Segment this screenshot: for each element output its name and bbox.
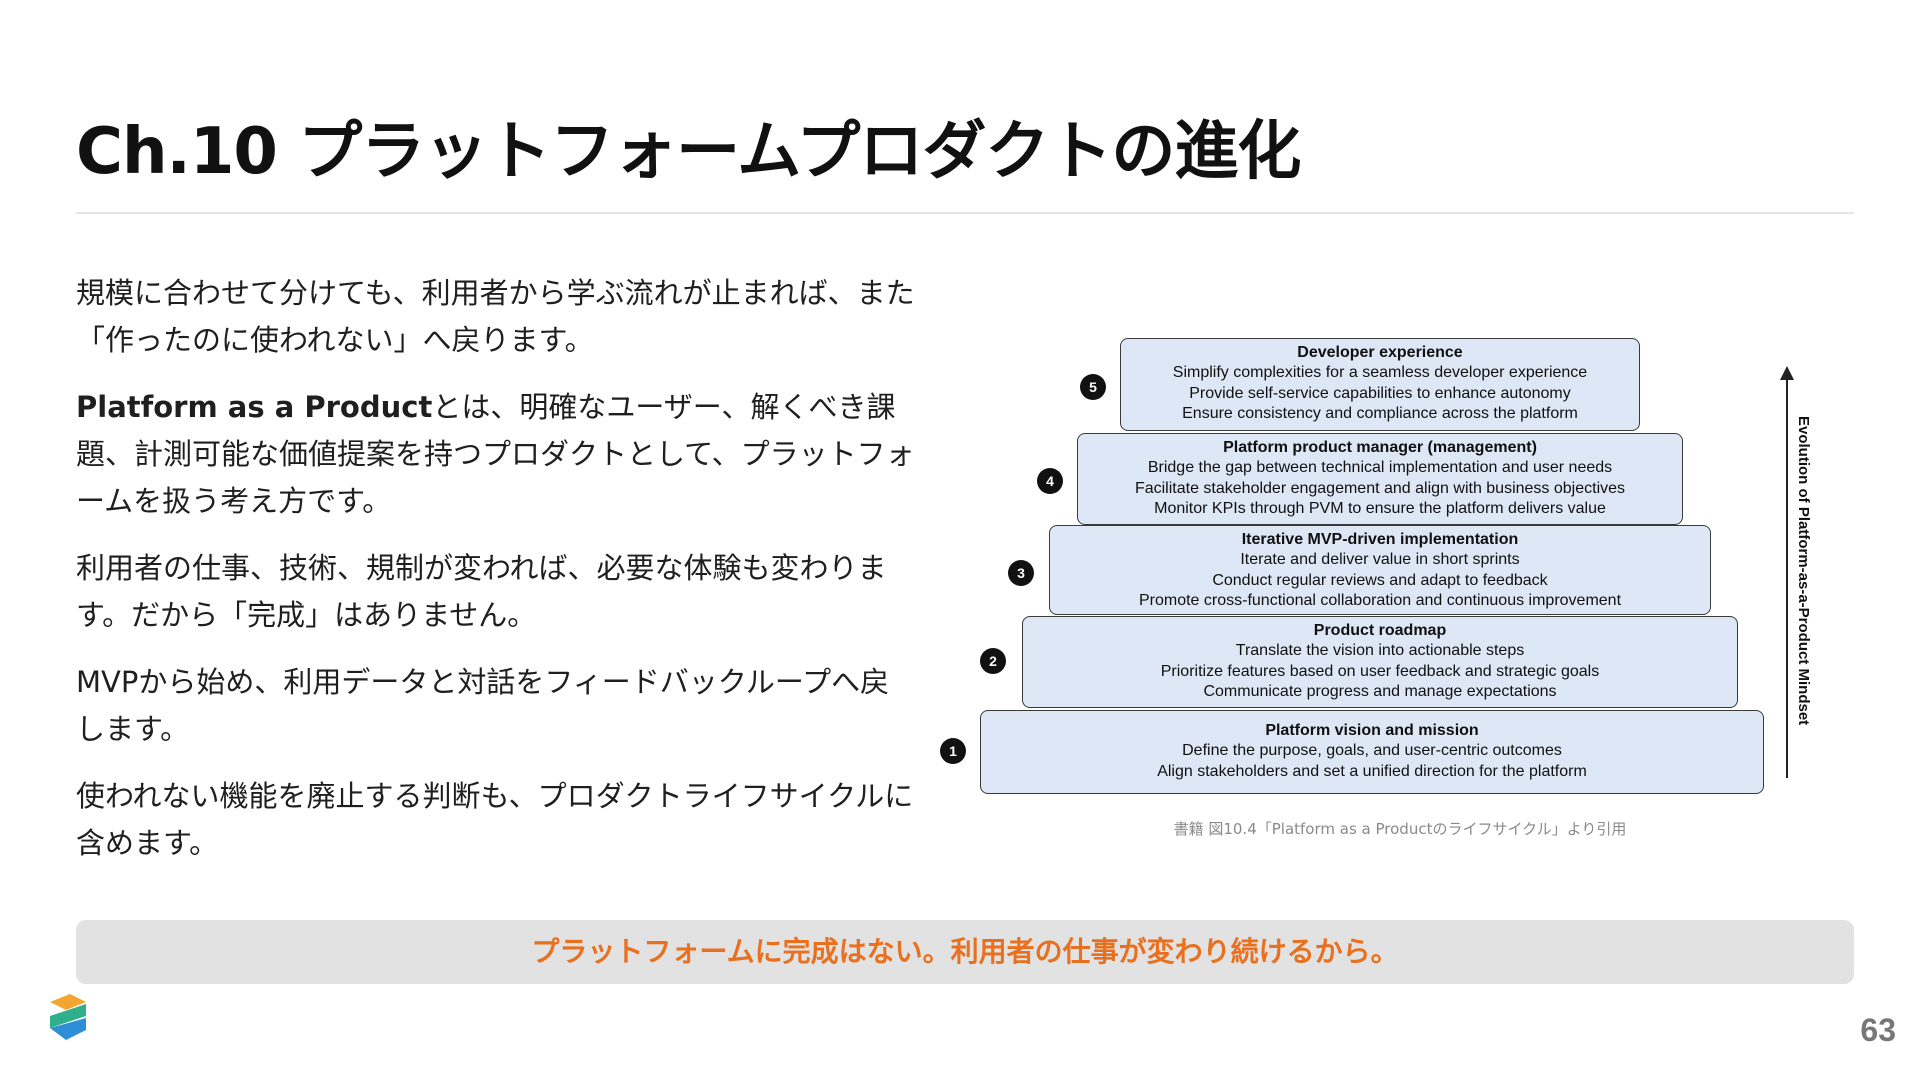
paragraph-3: 利用者の仕事、技術、規制が変われば、必要な体験も変わります。だから「完成」はあり…: [76, 551, 887, 632]
tier-2-line-3: Communicate progress and manage expectat…: [1203, 683, 1557, 700]
paragraph-2-bold: Platform as a Product: [76, 390, 433, 424]
tier-1-title: Platform vision and mission: [1265, 722, 1479, 739]
tier-1-number-badge: 1: [940, 738, 966, 764]
tier-5: Developer experience Simplify complexiti…: [1120, 338, 1640, 431]
evolution-axis-line: [1786, 378, 1788, 778]
page-number: 63: [1860, 1012, 1896, 1048]
tier-4-line-1: Bridge the gap between technical impleme…: [1147, 459, 1613, 476]
tier-3-line-2: Conduct regular reviews and adapt to fee…: [1212, 571, 1548, 589]
tier-1-line-2: Align stakeholders and set a unified dir…: [1157, 762, 1587, 780]
paragraph-1: 規模に合わせて分けても、利用者から学ぶ流れが止まれば、また「作ったのに使われない…: [76, 276, 915, 357]
brand-logo-icon: [46, 992, 92, 1048]
figure-caption: 書籍 図10.4「Platform as a Productのライフサイクル」よ…: [1173, 820, 1627, 838]
paragraph-2: Platform as a Productとは、明確なユーザー、解くべき課題、計…: [76, 384, 916, 525]
tier-4-line-3: Monitor KPIs through PVM to ensure the p…: [1154, 500, 1606, 517]
tier-5-line-2: Provide self-service capabilities to enh…: [1189, 384, 1571, 402]
body-text: 規模に合わせて分けても、利用者から学ぶ流れが止まれば、また「作ったのに使われない…: [76, 270, 916, 887]
tier-5-line-3: Ensure consistency and compliance across…: [1182, 405, 1578, 422]
slide-title: Ch.10 プラットフォームプロダクトの進化: [76, 115, 1301, 189]
tier-4-line-2: Facilitate stakeholder engagement and al…: [1134, 479, 1626, 497]
tier-2-line-1: Translate the vision into actionable ste…: [1235, 642, 1525, 659]
tier-2-number-badge: 2: [980, 648, 1006, 674]
lifecycle-figure: Developer experience Simplify complexiti…: [940, 338, 1812, 798]
tier-4: Platform product manager (management) Br…: [1077, 433, 1683, 525]
arrow-up-icon: [1780, 366, 1794, 380]
paragraph-5: 使われない機能を廃止する判断も、プロダクトライフサイクルに含めます。: [76, 779, 914, 860]
tier-2: Product roadmap Translate the vision int…: [1022, 616, 1738, 708]
tier-1-line-1: Define the purpose, goals, and user-cent…: [1182, 742, 1562, 759]
tier-4-title: Platform product manager (management): [1223, 439, 1537, 456]
paragraph-4: MVPから始め、利用データと対話をフィードバックループへ戻します。: [76, 665, 890, 746]
tier-3: Iterative MVP-driven implementation Iter…: [1049, 525, 1711, 615]
tier-2-title: Product roadmap: [1313, 622, 1447, 639]
evolution-axis-label: Evolution of Platform-as-a-Product Minds…: [1795, 416, 1812, 726]
tier-1: Platform vision and mission Define the p…: [980, 710, 1764, 794]
tier-2-line-2: Prioritize features based on user feedba…: [1160, 662, 1600, 680]
tier-5-title: Developer experience: [1297, 344, 1463, 361]
tier-3-line-3: Promote cross-functional collaboration a…: [1138, 592, 1622, 609]
tier-3-title: Iterative MVP-driven implementation: [1241, 531, 1519, 548]
tier-5-line-1: Simplify complexities for a seamless dev…: [1172, 364, 1588, 381]
tier-5-number-badge: 5: [1080, 374, 1106, 400]
tier-3-number-badge: 3: [1008, 560, 1034, 586]
tier-4-number-badge: 4: [1037, 468, 1063, 494]
tier-3-line-1: Iterate and deliver value in short sprin…: [1240, 551, 1520, 568]
key-message-banner: プラットフォームに完成はない。利用者の仕事が変わり続けるから。: [76, 920, 1854, 984]
paragraph-2-rest: とは、明確なユーザー、解くべき課題、計測可能な価値提案を持つプロダクトとして、プ…: [76, 390, 915, 518]
title-divider: [76, 212, 1854, 214]
